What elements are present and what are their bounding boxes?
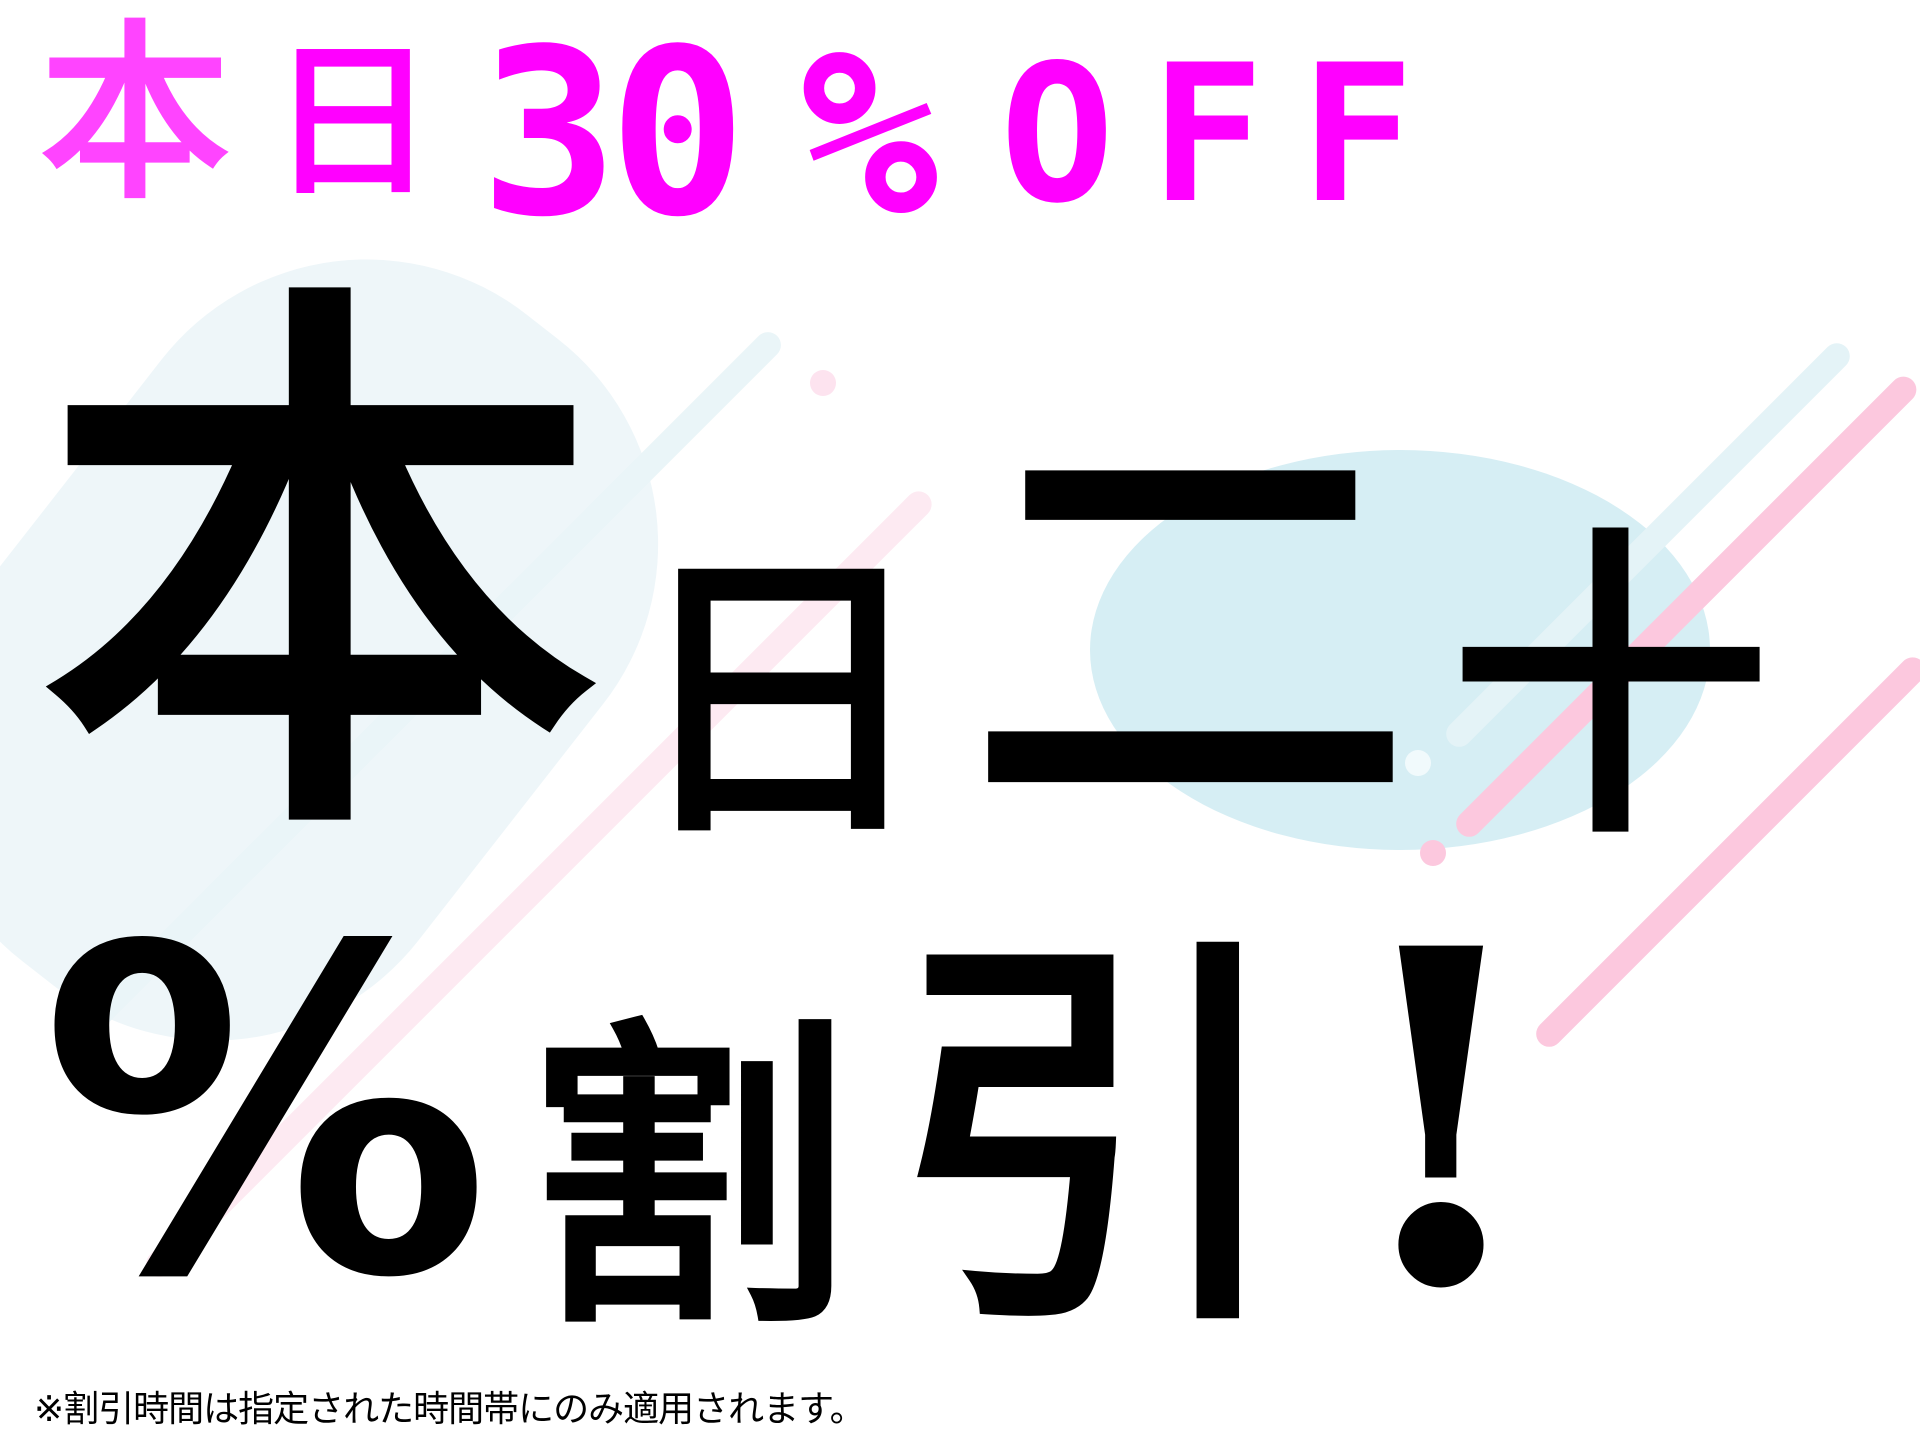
background-dot <box>1405 750 1431 776</box>
brush-char-in: 引 <box>890 905 1290 1375</box>
brush-char-nichi: 日 <box>630 523 930 876</box>
brush-char-exclaim: ! <box>1340 850 1542 1390</box>
overlay-off-o: O <box>1000 24 1115 245</box>
brush-char-wari: 割 <box>530 992 850 1367</box>
background-blob-right <box>1090 450 1710 850</box>
overlay-percent-sign: % <box>800 1 939 268</box>
brush-char-juu: 十 <box>1450 502 1770 877</box>
overlay-off-f2: F <box>1300 24 1415 245</box>
background-dot <box>810 370 836 396</box>
overlay-char-nichi: 日 <box>270 26 435 218</box>
overlay-char-hon: 本 <box>40 4 231 225</box>
background-dot <box>1420 840 1446 866</box>
brush-char-percent: % <box>40 853 491 1377</box>
overlay-off-f1: F <box>1150 24 1265 245</box>
overlay-percent-number: 30 <box>480 1 747 268</box>
discount-note: ※割引時間は指定された時間帯にのみ適用されます。 <box>34 1389 866 1430</box>
brush-char-hon: 本 <box>40 241 600 899</box>
brush-char-ni: 二 <box>970 371 1410 888</box>
